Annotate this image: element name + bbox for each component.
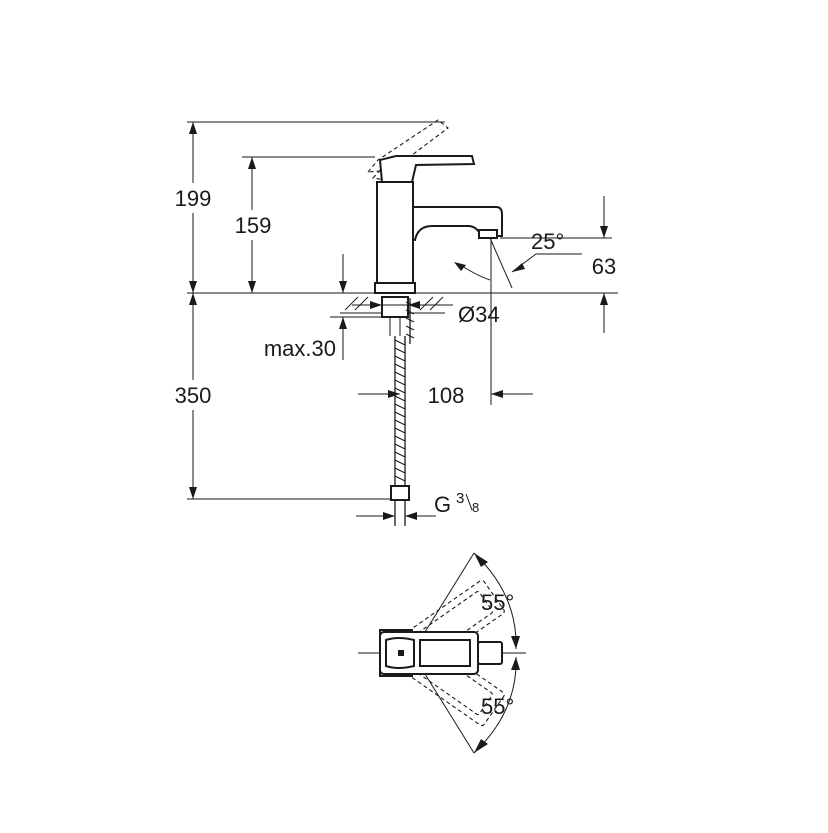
- deck-hatch-1: [344, 296, 359, 311]
- rotation-label-top: 55°: [481, 590, 514, 615]
- hose-fitting: [390, 485, 410, 501]
- hose-braid-stroke: [394, 371, 406, 378]
- base-flange: [374, 282, 416, 294]
- deck-hatch-2: [354, 296, 369, 311]
- bg-d34: [456, 300, 516, 328]
- hose-braid-stroke: [394, 459, 406, 466]
- faucet-body: [376, 181, 414, 286]
- angle-arc: [461, 265, 491, 281]
- top-view-spout: [477, 641, 503, 665]
- bg-159: [222, 210, 284, 240]
- arrow-d34-left: [370, 301, 382, 309]
- arrow-angle: [454, 262, 466, 271]
- hose-braid-stroke: [394, 339, 406, 346]
- hose-braid-stroke: [394, 419, 406, 426]
- hose-braid-stroke: [394, 347, 406, 354]
- deck-hatch-4: [429, 296, 444, 311]
- arrow-199-bottom: [189, 281, 197, 293]
- dim-label-108: 108: [428, 383, 465, 408]
- arrow-max30-bottom: [339, 317, 347, 329]
- arrow-108-left: [388, 390, 400, 398]
- dim-label-d34: Ø34: [458, 302, 500, 327]
- dim-label-63: 63: [592, 254, 616, 279]
- hose-braid: [394, 339, 406, 482]
- arrow-angle-2: [512, 263, 525, 272]
- hose-braid-stroke: [394, 379, 406, 386]
- arrow-63-top: [600, 226, 608, 238]
- arrow-d34-right: [408, 301, 420, 309]
- top-view-lever-front: [385, 637, 415, 669]
- thread-fraction-bar: [465, 493, 473, 511]
- hose-braid-stroke: [394, 403, 406, 410]
- dim-label-350: 350: [175, 383, 212, 408]
- arrow-g38-left: [383, 512, 395, 520]
- spout-aerator: [478, 229, 498, 239]
- dim-label-159: 159: [235, 213, 272, 238]
- lever-alt-outline: [366, 119, 449, 173]
- hose-braid-stroke: [394, 467, 406, 474]
- arrow-rot-top-2: [511, 636, 520, 649]
- hose-braid-stroke: [394, 355, 406, 362]
- arrow-rot-top-1: [474, 553, 488, 567]
- arrow-108-right: [491, 390, 503, 398]
- arrow-max30-top: [339, 281, 347, 293]
- hose-braid-stroke: [394, 395, 406, 402]
- arrow-199-top: [189, 122, 197, 134]
- dim-label-max30: max.30: [264, 336, 336, 361]
- dim-label-25: 25°: [531, 229, 564, 254]
- arrow-350-bottom: [189, 487, 197, 499]
- arrow-159-top: [248, 157, 256, 169]
- arrow-rot-bot-2: [474, 739, 488, 753]
- thread-label-g: G: [434, 492, 451, 517]
- arrow-g38-right: [405, 512, 417, 520]
- arrow-63-bottom: [600, 293, 608, 305]
- top-view-lever-inner: [419, 639, 471, 667]
- mounting-nut: [381, 296, 409, 318]
- thread-label-num: 3: [456, 490, 464, 507]
- rod-thread: [405, 301, 415, 339]
- hose-braid-stroke: [394, 387, 406, 394]
- rotation-label-bottom: 55°: [481, 694, 514, 719]
- hose-braid-stroke: [394, 411, 406, 418]
- hose-braid-stroke: [394, 427, 406, 434]
- thread-label-den: 8: [472, 500, 479, 515]
- arrow-350-top: [189, 293, 197, 305]
- arrow-159-bottom: [248, 281, 256, 293]
- bg-199: [160, 183, 224, 213]
- spout-flow-line: [489, 237, 513, 289]
- hose-braid-stroke: [394, 443, 406, 450]
- deck-hatch-3: [419, 296, 434, 311]
- top-view-indicator: [398, 650, 404, 656]
- hose-braid-stroke: [394, 435, 406, 442]
- bg-350: [160, 380, 224, 410]
- hose-braid-stroke: [394, 475, 406, 482]
- hose-braid-stroke: [394, 451, 406, 458]
- dim-label-199: 199: [175, 186, 212, 211]
- lever-head: [378, 155, 476, 183]
- hose-braid-stroke: [394, 363, 406, 370]
- arrow-rot-bot-1: [511, 657, 520, 670]
